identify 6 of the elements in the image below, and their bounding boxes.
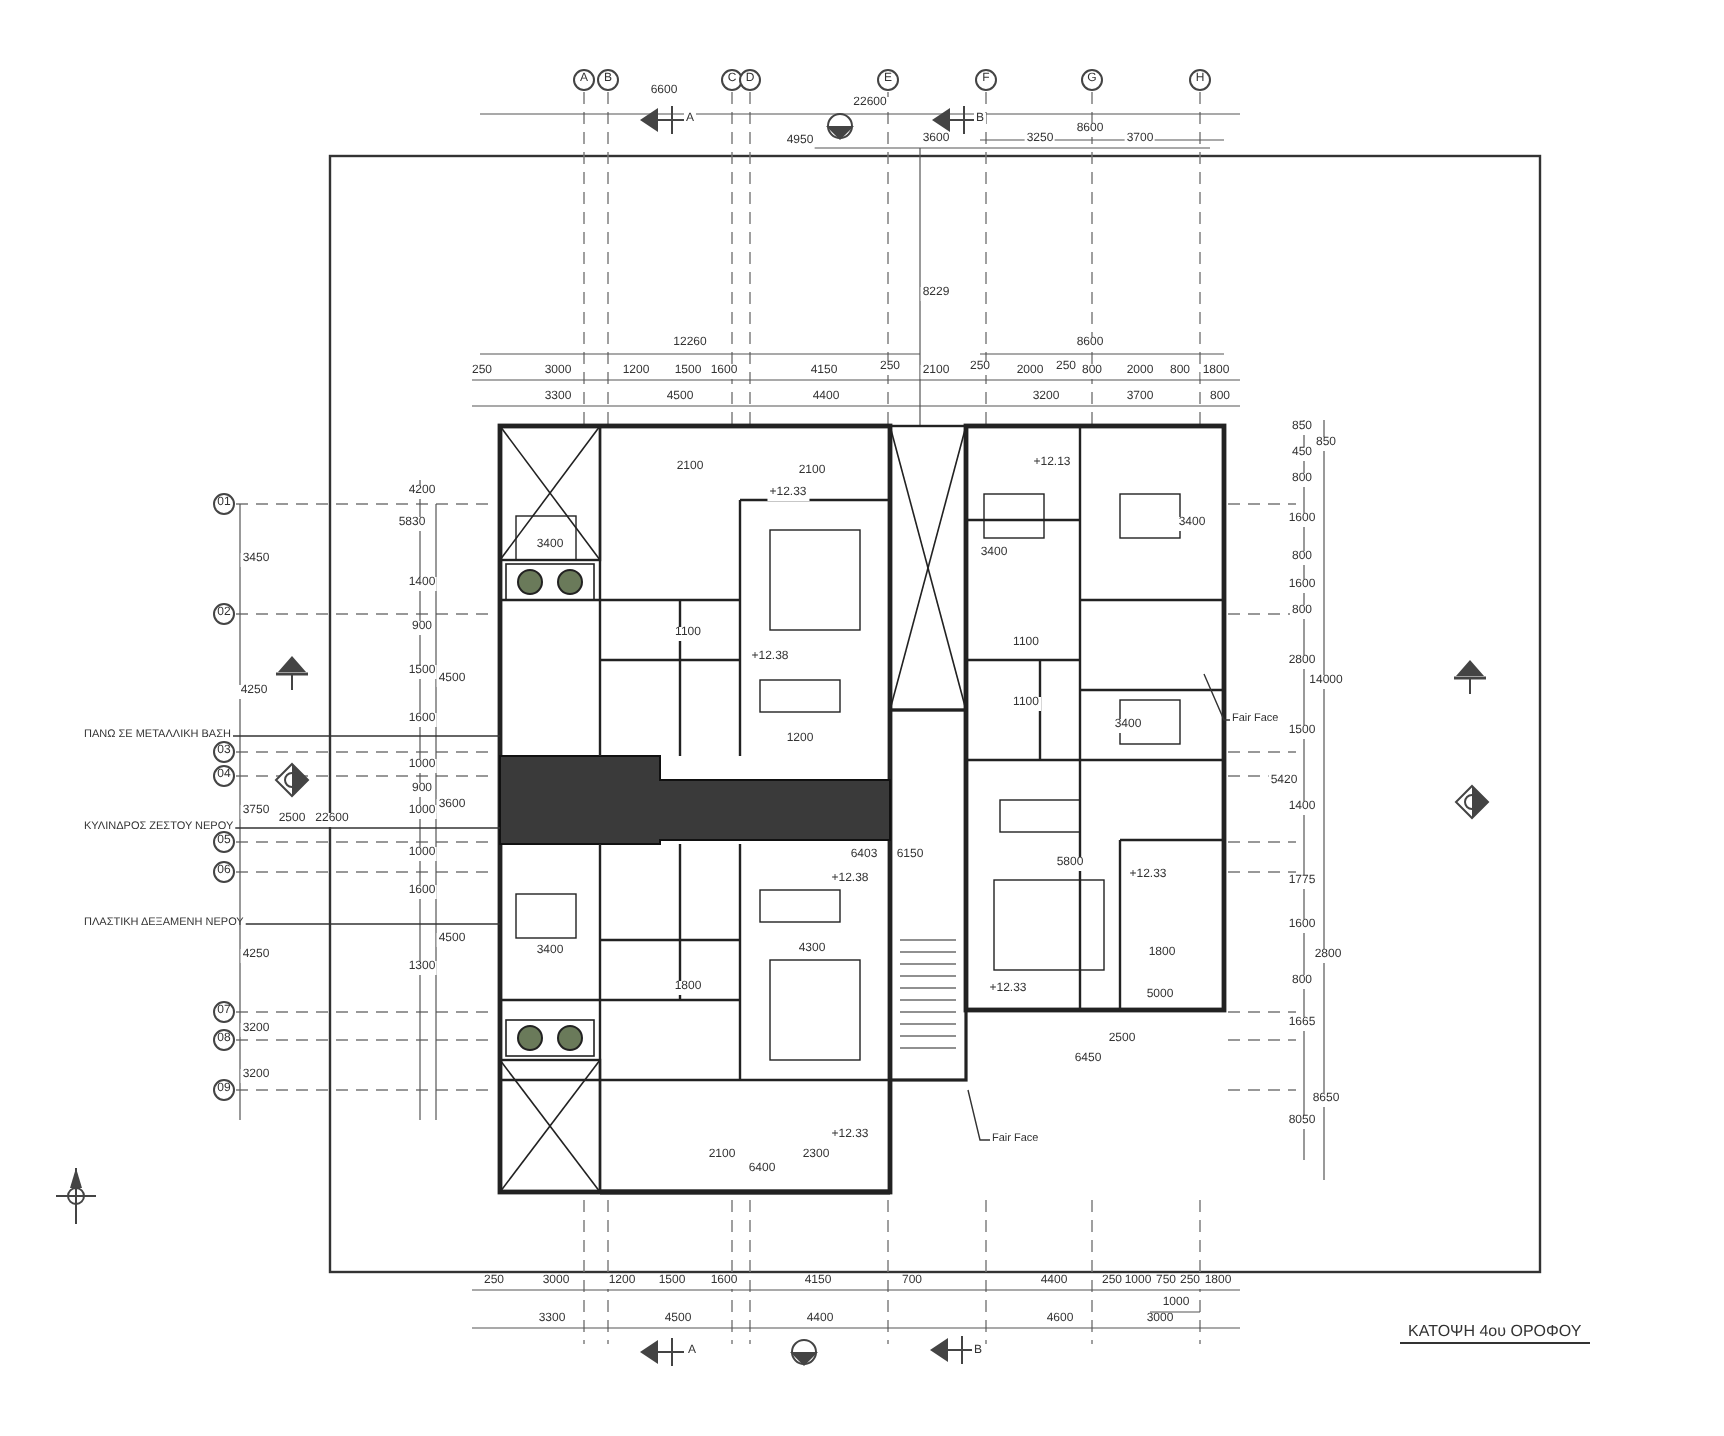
leader-line xyxy=(1203,673,1231,721)
leader-line xyxy=(245,923,501,925)
drawing-title: ΚΑΤΟΨΗ 4ου ΟΡΟΦΟΥ xyxy=(1400,1322,1590,1344)
leader-line xyxy=(967,1089,991,1141)
leader-line xyxy=(234,827,501,829)
leader-line xyxy=(232,735,501,737)
